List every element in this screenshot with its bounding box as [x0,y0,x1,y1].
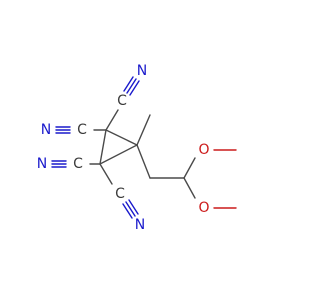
bond-ring-to-c-top-right [105,109,119,131]
atom-o-lower: O [198,200,209,216]
ring-bond-right [99,144,138,165]
triple-bond-bottom-right-a [125,201,136,217]
atom-n-bottom-left: N [37,156,47,172]
atom-c-bottom-left: C [73,156,83,172]
methyl-bond [136,114,151,146]
cyclopropane-ring [99,129,138,165]
nitrile-group-top-right: C N [105,63,147,131]
triple-bond-top-right-b [129,80,140,96]
ring-bond-top [105,129,138,146]
triple-bond-bottom-right-c [122,203,133,219]
atom-n-top-left: N [41,122,51,138]
atom-n-bottom-right: N [135,217,145,233]
nitrile-group-bottom-left: C N [37,156,101,172]
atom-c-top-left: C [77,122,87,138]
ring-bond-left [99,129,107,165]
dimethoxyethyl-side-chain: O O [136,142,237,216]
atom-c-bottom-right: C [115,186,125,202]
triple-bond-top-right-c [123,76,134,92]
molecule-structure-diagram: C N C N C N C N O O [37,63,237,233]
triple-bond-bottom-right-b [128,199,139,215]
atom-n-top-right: N [137,63,147,79]
nitrile-group-bottom-right: C N [99,163,145,233]
triple-bond-top-right-a [126,78,137,94]
bond-ch-to-o-upper [183,157,196,179]
atom-c-top-right: C [117,93,127,109]
nitrile-group-top-left: C N [41,122,107,138]
atom-o-upper: O [198,142,209,158]
bond-ring-to-c-bottom-right [99,163,113,185]
bond-ring-to-ch2 [136,144,151,179]
bond-ch-to-o-lower [183,177,196,199]
